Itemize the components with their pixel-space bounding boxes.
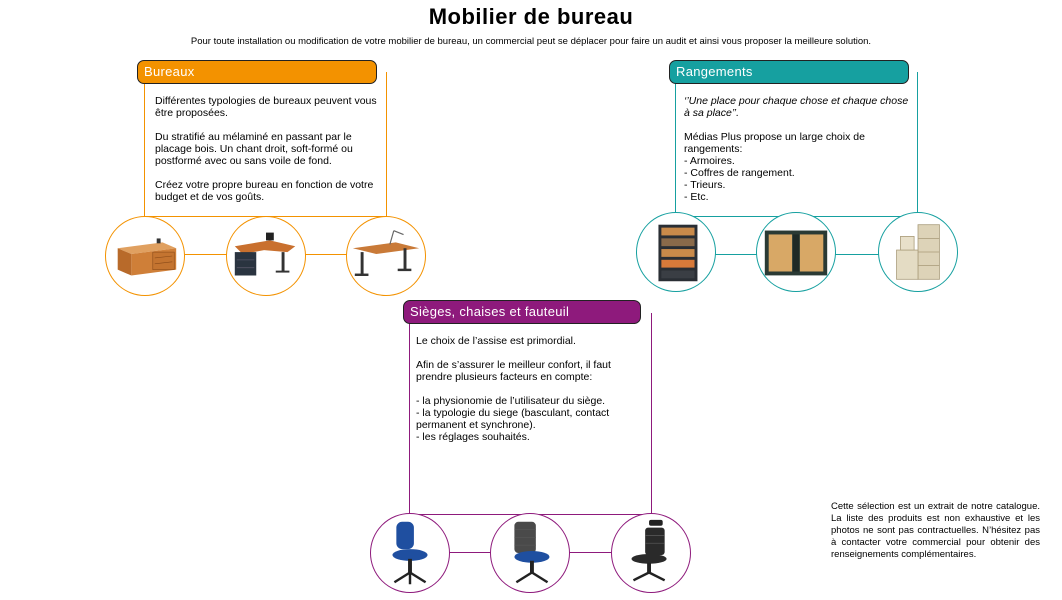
- sieges-connector: [569, 552, 614, 553]
- rangements-connector: [835, 254, 880, 255]
- sieges-text: Le choix de l’assise est primordial. Afi…: [416, 335, 611, 443]
- rangements-header: Rangements: [669, 60, 909, 84]
- rangements-connector: [715, 254, 760, 255]
- file-cabinet-image: [878, 212, 958, 292]
- page-title: Mobilier de bureau: [428, 4, 634, 29]
- page-subtitle: Pour toute installation ou modification …: [190, 36, 872, 47]
- mesh-chair-icon: [514, 521, 550, 584]
- bureaux-connector: [185, 254, 230, 255]
- executive-chair-image: [611, 513, 691, 593]
- desk-icon: [117, 238, 177, 276]
- sieges-connector: [449, 552, 494, 553]
- bench-desk-icon: [352, 230, 420, 276]
- cabinet-icon: [764, 230, 828, 276]
- bench-desk-image: [346, 216, 426, 296]
- shelving-image: [636, 212, 716, 292]
- disclaimer-text: Cette sélection est un extrait de notre …: [831, 501, 1040, 560]
- file-cabinet-icon: [896, 224, 940, 280]
- shelving-icon: [658, 224, 698, 282]
- bureaux-header: Bureaux: [137, 60, 377, 84]
- bureaux-connector: [305, 254, 350, 255]
- executive-chair-icon: [631, 519, 667, 582]
- rangements-text: Médias Plus propose un large choix de ra…: [684, 131, 865, 203]
- rangements-quote: ‘’Une place pour chaque chose et chaque …: [684, 95, 909, 119]
- desk-image: [105, 216, 185, 296]
- sieges-header: Sièges, chaises et fauteuil: [403, 300, 641, 324]
- mesh-chair-image: [490, 513, 570, 593]
- task-chair-icon: [392, 521, 428, 585]
- cabinet-image: [756, 212, 836, 292]
- corner-desk-image: [226, 216, 306, 296]
- corner-desk-icon: [234, 232, 296, 276]
- bureaux-text: Différentes typologies de bureaux peuven…: [155, 95, 377, 203]
- task-chair-image: [370, 513, 450, 593]
